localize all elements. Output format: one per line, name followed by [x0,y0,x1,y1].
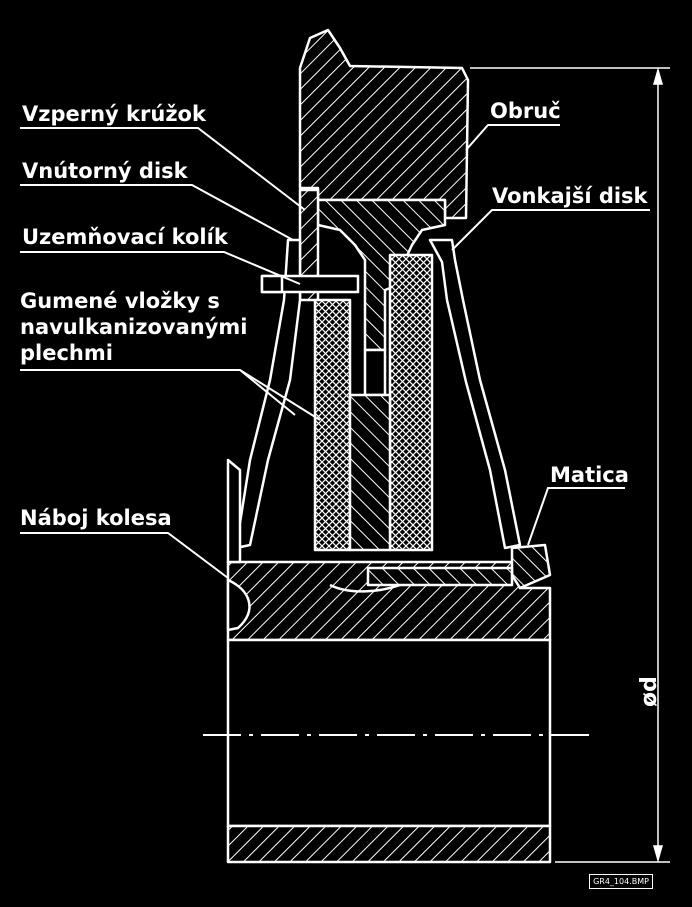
inner-ring-small [363,348,387,397]
label-naboj-kolesa: Náboj kolesa [20,506,172,530]
leader-gumene-b [239,369,296,416]
leader-vzperny [20,127,306,211]
rubber-insert-right [388,253,434,552]
label-vnutorny-disk: Vnútorný disk [22,159,188,183]
axle [226,638,552,828]
tyre-obruc [298,28,470,220]
axle-bottom [226,824,552,864]
label-obruc: Obruč [490,99,561,123]
leader-obruc [465,124,560,151]
label-vzperny-kruzok: Vzperný krúžok [22,102,206,126]
label-gumene-vlozky-2: navulkanizovanými [20,315,248,339]
label-vonkajsi-disk: Vonkajší disk [492,184,648,208]
rubber-insert-left [313,298,352,552]
dimension-d [470,67,670,863]
outer-disk [428,238,522,550]
label-matica: Matica [550,463,629,487]
dimension-label: ød [637,676,662,707]
leader-matica [527,487,625,546]
file-id-box: GR4_104.BMP [589,874,653,889]
wheel-web [316,198,447,352]
leader-vonkajsi [451,209,650,251]
nut-matica [510,543,552,590]
hub-recess [226,578,251,632]
hub-left-flange [226,458,242,564]
hub-arc [329,583,401,593]
insert-plate-mid [348,393,392,552]
nut-ring [366,566,514,587]
label-gumene-vlozky-3: plechmi [20,341,113,365]
leader-naboj [20,532,229,579]
label-uzemnovaci-kolik: Uzemňovací kolík [22,225,228,249]
label-gumene-vlozky-1: Gumené vložky s [20,289,220,313]
leader-uzemnovaci [20,251,301,285]
leader-vnutorny [20,184,294,241]
